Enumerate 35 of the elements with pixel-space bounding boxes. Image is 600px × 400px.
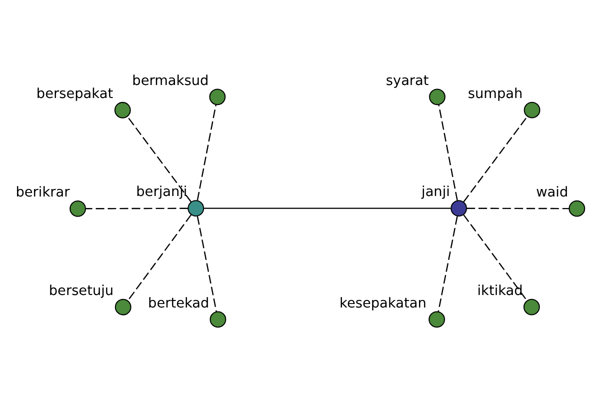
connector bbox=[196, 216, 217, 312]
node-circle bbox=[428, 310, 446, 328]
node-label: waid bbox=[536, 184, 568, 200]
node-circle bbox=[429, 88, 446, 105]
connector bbox=[196, 104, 216, 200]
node-label: bersepakat bbox=[36, 85, 114, 102]
node-circle bbox=[568, 200, 586, 216]
connector bbox=[463, 116, 528, 202]
node-circle bbox=[450, 200, 468, 216]
connector bbox=[438, 216, 458, 312]
node-label: berjanji bbox=[136, 184, 188, 200]
connector bbox=[127, 116, 192, 202]
node-circle bbox=[114, 101, 131, 118]
node-circle bbox=[114, 298, 132, 315]
node-circle bbox=[524, 101, 540, 118]
node-label: bersetuju bbox=[48, 282, 114, 298]
node-label: berikrar bbox=[16, 184, 70, 200]
node-circle bbox=[209, 88, 226, 105]
connector bbox=[204, 207, 451, 208]
connector bbox=[463, 214, 528, 300]
connector bbox=[438, 104, 458, 200]
node-label: sumpah bbox=[468, 85, 523, 102]
node-label: bermaksud bbox=[132, 72, 209, 88]
node-circle bbox=[523, 298, 540, 315]
node-label: iktikad bbox=[477, 282, 523, 298]
node-circle bbox=[188, 200, 204, 216]
node-label: janji bbox=[422, 184, 450, 200]
node-label: kesepakatan bbox=[340, 294, 426, 311]
node-circle bbox=[70, 200, 86, 216]
node-circle bbox=[210, 310, 226, 328]
node-label: syarat bbox=[386, 72, 429, 88]
node-label: bertekad bbox=[148, 294, 210, 311]
connector bbox=[466, 207, 569, 209]
connector bbox=[128, 214, 192, 300]
connector bbox=[86, 207, 188, 209]
